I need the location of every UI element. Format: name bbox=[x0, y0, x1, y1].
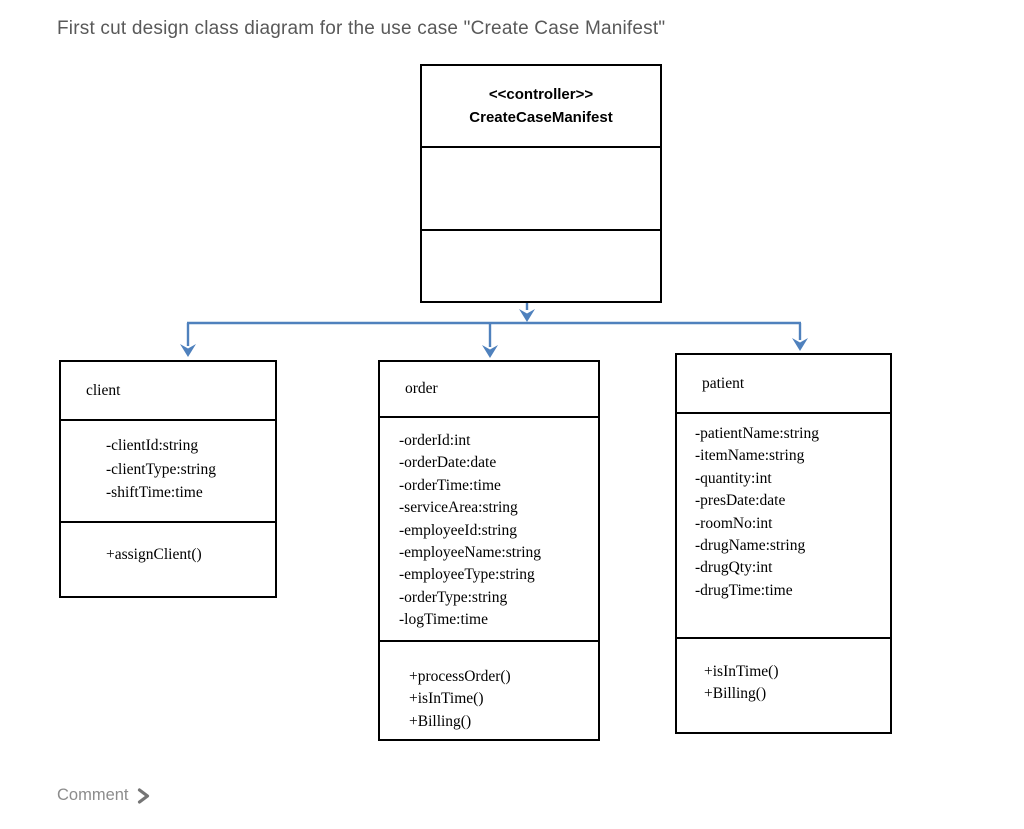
page-title: First cut design class diagram for the u… bbox=[57, 18, 666, 39]
patient-methods-compartment: +isInTime() +Billing() bbox=[677, 637, 890, 732]
controller-name-compartment: <<controller>> CreateCaseManifest bbox=[422, 66, 660, 146]
method: +assignClient() bbox=[106, 546, 202, 563]
attribute: -drugTime:time bbox=[695, 581, 793, 599]
attribute: -orderType:string bbox=[399, 588, 508, 606]
arrowhead-to-client bbox=[180, 344, 196, 357]
controller-methods-compartment-empty bbox=[422, 229, 660, 301]
chevron-right-icon bbox=[136, 787, 151, 804]
arrowhead-to-bus bbox=[519, 309, 535, 322]
comment-link[interactable]: Comment bbox=[57, 786, 151, 805]
attribute: -roomNo:int bbox=[695, 514, 773, 532]
patient-class-name: patient bbox=[702, 374, 745, 392]
class-box-order: order -orderId:int -orderDate:date -orde… bbox=[378, 360, 600, 741]
controller-class-name: CreateCaseManifest bbox=[469, 109, 613, 126]
order-class-name: order bbox=[405, 380, 438, 397]
attribute: -itemName:string bbox=[695, 447, 805, 465]
comment-label: Comment bbox=[57, 786, 129, 804]
client-name-compartment: client bbox=[61, 362, 275, 419]
attribute: -shiftTime:time bbox=[106, 484, 203, 501]
attribute: -orderId:int bbox=[399, 432, 471, 449]
client-class-name: client bbox=[86, 381, 121, 399]
attribute: -orderDate:date bbox=[399, 454, 497, 472]
attribute: -drugName:string bbox=[695, 537, 806, 555]
method: +isInTime() bbox=[409, 690, 484, 708]
method: +processOrder() bbox=[409, 668, 511, 685]
attribute: -orderTime:time bbox=[399, 476, 501, 494]
class-box-client: client -clientId:string -clientType:stri… bbox=[59, 360, 277, 598]
patient-attributes-compartment: -patientName:string -itemName:string -qu… bbox=[677, 412, 890, 637]
method: +Billing() bbox=[704, 685, 767, 703]
controller-stereotype: <<controller>> bbox=[488, 86, 594, 103]
attribute: -serviceArea:string bbox=[399, 499, 518, 517]
attribute: -clientType:string bbox=[106, 460, 216, 478]
attribute: -clientId:string bbox=[106, 437, 199, 454]
attribute: -quantity:int bbox=[695, 469, 772, 487]
attribute: -presDate:date bbox=[695, 492, 786, 510]
attribute: -employeeType:string bbox=[399, 566, 535, 584]
class-box-patient: patient -patientName:string -itemName:st… bbox=[675, 353, 892, 734]
connector-lines bbox=[186, 303, 802, 347]
attribute: -employeeId:string bbox=[399, 521, 517, 539]
attribute: -employeeName:string bbox=[399, 544, 542, 562]
client-attributes-compartment: -clientId:string -clientType:string -shi… bbox=[61, 419, 275, 521]
arrowhead-to-patient bbox=[792, 338, 808, 351]
order-attributes-compartment: -orderId:int -orderDate:date -orderTime:… bbox=[380, 416, 598, 640]
attribute: -logTime:time bbox=[399, 611, 488, 629]
method: +Billing() bbox=[409, 712, 472, 730]
patient-name-compartment: patient bbox=[677, 355, 890, 412]
attribute: -drugQty:int bbox=[695, 559, 773, 577]
attribute: -patientName:string bbox=[695, 425, 819, 442]
order-name-compartment: order bbox=[380, 362, 598, 416]
method: +isInTime() bbox=[704, 663, 779, 680]
class-box-controller: <<controller>> CreateCaseManifest bbox=[420, 64, 662, 303]
controller-attributes-compartment-empty bbox=[422, 146, 660, 229]
arrowhead-to-order bbox=[482, 345, 498, 358]
client-methods-compartment: +assignClient() bbox=[61, 521, 275, 596]
connector-arrowheads bbox=[180, 309, 808, 358]
order-methods-compartment: +processOrder() +isInTime() +Billing() bbox=[380, 640, 598, 739]
